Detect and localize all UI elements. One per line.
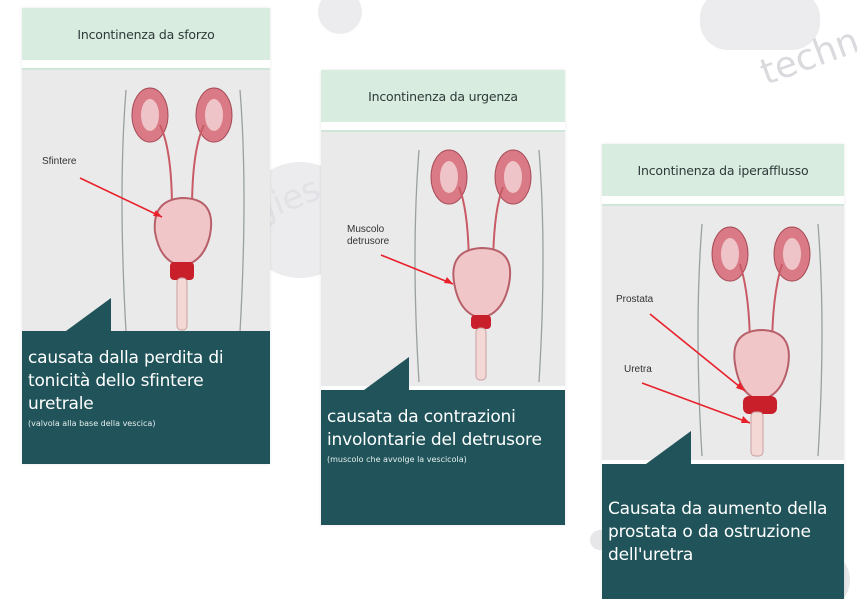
- anatomy-illustration: Muscolo detrusore: [321, 130, 565, 386]
- caption-box: causata da contrazioni involontarie del …: [321, 390, 565, 525]
- caption-text: Causata da aumento della prostata o da o…: [608, 498, 836, 567]
- card-stress-incontinence: Incontinenza da sforzo Sfintere: [22, 8, 270, 464]
- anatomy-illustration: Prostata Uretra: [602, 204, 844, 460]
- urinary-system-diagram: [602, 206, 844, 460]
- caption-box: causata dalla perdita di tonicità dello …: [22, 331, 270, 464]
- caption-notch: [364, 357, 409, 390]
- card-title: Incontinenza da iperafflusso: [602, 144, 844, 196]
- caption-text: causata dalla perdita di tonicità dello …: [28, 347, 262, 416]
- caption-note: (valvola alla base della vescica): [28, 418, 262, 430]
- urinary-system-diagram: [321, 132, 565, 386]
- card-title: Incontinenza da urgenza: [321, 70, 565, 122]
- card-overflow-incontinence: Incontinenza da iperafflusso: [602, 144, 844, 599]
- card-title: Incontinenza da sforzo: [22, 8, 270, 60]
- caption-note: (muscolo che avvolge la vescicola): [327, 454, 557, 466]
- caption-text: causata da contrazioni involontarie del …: [327, 406, 557, 452]
- label-uretra: Uretra: [624, 364, 652, 376]
- caption-box: Causata da aumento della prostata o da o…: [602, 464, 844, 599]
- label-muscolo-detrusore: Muscolo detrusore: [347, 224, 407, 248]
- anatomy-illustration: Sfintere: [22, 68, 270, 338]
- label-sfintere: Sfintere: [42, 156, 76, 168]
- caption-notch: [66, 298, 111, 331]
- caption-notch: [646, 431, 691, 464]
- watermark-corner: techn: [755, 20, 857, 93]
- card-urge-incontinence: Incontinenza da urgenza Muscolo de: [321, 70, 565, 525]
- label-prostata: Prostata: [616, 294, 653, 306]
- urinary-system-diagram: [22, 70, 270, 338]
